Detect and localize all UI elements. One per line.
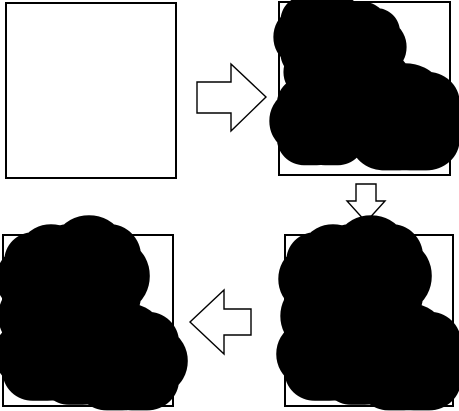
puzzle-piece (380, 334, 438, 380)
puzzle-piece (98, 334, 156, 380)
arrow-right-icon (196, 62, 268, 133)
arrow-down-icon (345, 183, 387, 224)
arrow-left-icon (188, 288, 252, 356)
assembled-puzzle-cyan (307, 247, 438, 380)
puzzle-piece (355, 91, 390, 118)
panel-empty-frame (5, 2, 177, 179)
assembled-puzzle-green (25, 247, 156, 380)
